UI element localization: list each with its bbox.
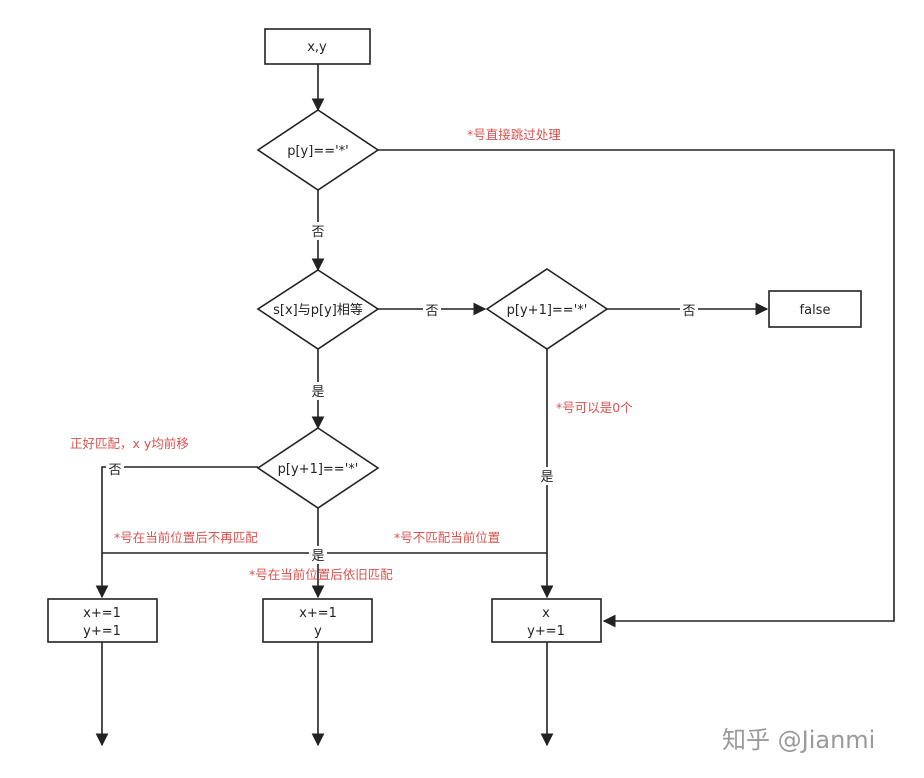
edge-label-d4-no: 否 — [108, 463, 121, 478]
node-box-left: x+=1 y+=1 — [47, 598, 158, 643]
edge-label-d3-yes: 是 — [540, 470, 553, 485]
edge-label-d4-yes: 是 — [311, 549, 324, 564]
node-box-mid-line1: x+=1 — [299, 606, 337, 621]
edge-label-d1-no: 否 — [311, 225, 324, 240]
node-box-mid: x+=1 y — [262, 598, 373, 643]
node-box-left-line2: y+=1 — [83, 624, 121, 639]
node-box-right-line1: x — [542, 606, 550, 621]
node-box-left-line1: x+=1 — [83, 606, 121, 621]
annotations: *号直接跳过处理 *号可以是0个 正好匹配，x y均前移 *号在当前位置后不再匹… — [70, 127, 633, 582]
edge-label-d2-no: 否 — [425, 304, 438, 319]
edge-label-d3-no: 否 — [682, 304, 695, 319]
decision-star-check-label: p[y]=='*' — [287, 144, 349, 159]
decision-next-star-mid-label: p[y+1]=='*' — [278, 462, 359, 477]
edge-label-d2-yes: 是 — [311, 385, 324, 400]
decision-equal: s[x]与p[y]相等 — [256, 269, 380, 350]
note-skip: *号直接跳过处理 — [467, 127, 561, 142]
note-after-no-match: *号在当前位置后不再匹配 — [114, 530, 258, 545]
edge-labels: 否 否 否 是 否 是 是 — [106, 222, 698, 564]
decision-next-star-right: p[y+1]=='*' — [485, 268, 609, 350]
note-no-match-here: *号不匹配当前位置 — [394, 530, 500, 545]
note-after-match: *号在当前位置后依旧匹配 — [249, 567, 393, 582]
node-box-mid-line2: y — [314, 624, 322, 639]
edge-d1-skip — [378, 149, 895, 628]
node-box-right-line2: y+=1 — [527, 624, 565, 639]
node-start: x,y — [264, 28, 371, 65]
decision-next-star-mid: p[y+1]=='*' — [256, 427, 380, 509]
connectors — [95, 64, 895, 747]
node-box-right: x y+=1 — [491, 598, 602, 643]
node-start-label: x,y — [307, 40, 327, 55]
decision-next-star-right-label: p[y+1]=='*' — [507, 303, 588, 318]
node-false: false — [768, 290, 862, 328]
decision-equal-label: s[x]与p[y]相等 — [273, 302, 363, 318]
node-false-label: false — [800, 303, 831, 318]
note-exact: 正好匹配，x y均前移 — [70, 436, 189, 451]
note-zero: *号可以是0个 — [556, 400, 633, 415]
decision-star-check: p[y]=='*' — [256, 109, 380, 191]
watermark: 知乎 @Jianmi — [722, 726, 875, 754]
